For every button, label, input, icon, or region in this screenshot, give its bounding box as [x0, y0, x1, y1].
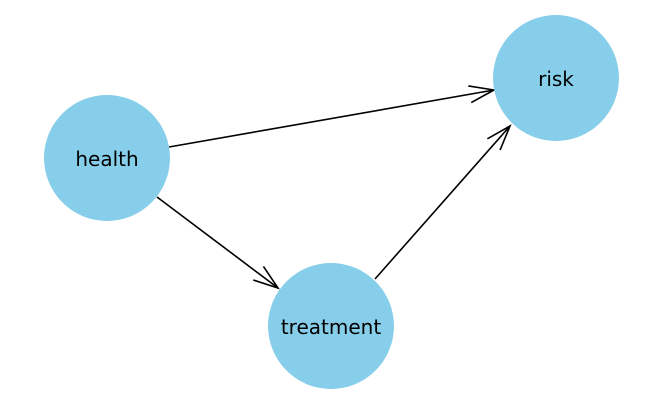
edge-line	[156, 196, 279, 289]
node-label: risk	[538, 67, 574, 91]
arrow-head-icon	[468, 85, 497, 104]
arrow-head-icon	[253, 266, 280, 290]
graph-node-health[interactable]: health	[44, 95, 170, 221]
edge-line	[168, 89, 495, 148]
node-label: treatment	[281, 315, 381, 339]
node-circle[interactable]	[493, 15, 619, 141]
node-circle[interactable]	[268, 263, 394, 389]
nodes-layer: health risk treatment	[44, 15, 619, 389]
graph-node-risk[interactable]: risk	[493, 15, 619, 141]
edge-line	[374, 125, 511, 280]
edge-health-to-risk	[168, 85, 497, 148]
edge-health-to-treatment	[156, 196, 280, 290]
edge-treatment-to-risk	[374, 124, 512, 280]
edges-layer	[156, 85, 512, 290]
node-circle[interactable]	[44, 95, 170, 221]
node-label: health	[75, 147, 138, 171]
arrow-head-icon	[486, 124, 512, 151]
graph-node-treatment[interactable]: treatment	[268, 263, 394, 389]
